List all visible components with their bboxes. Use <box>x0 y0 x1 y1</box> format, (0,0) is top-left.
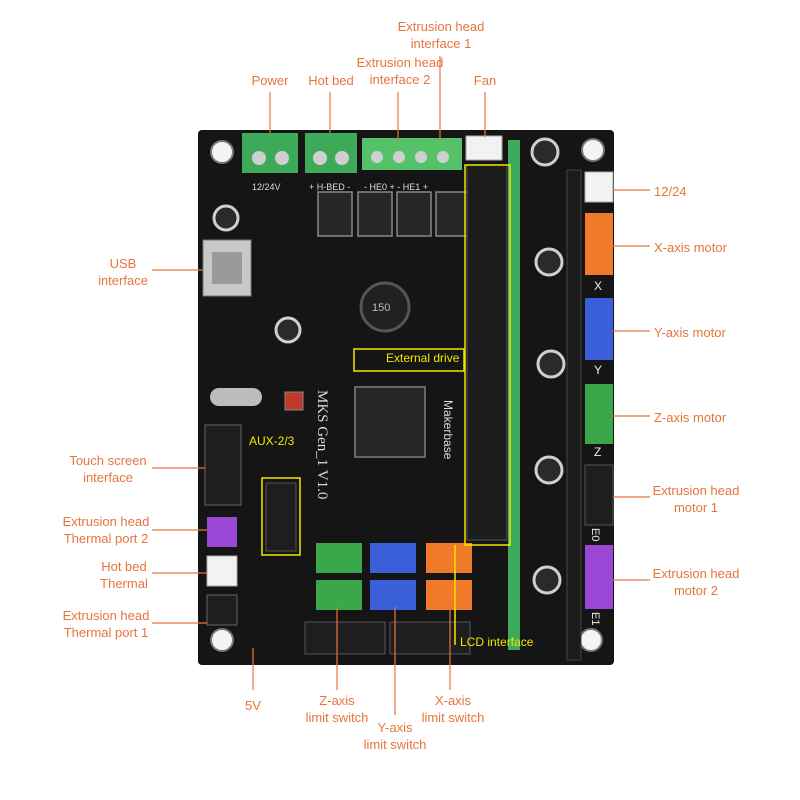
axis-z: Z <box>594 445 601 459</box>
leader-lines <box>152 56 650 715</box>
mcu-chip <box>354 386 426 458</box>
axis-x: X <box>594 279 602 293</box>
lcd-highlight <box>464 164 511 546</box>
label-y-axis-motor: Y-axis motor <box>654 325 726 340</box>
reset-button <box>284 391 304 411</box>
driver-slots <box>466 164 508 541</box>
label-extrusion-head-motor-1: Extrusion head motor 1 <box>652 483 740 515</box>
capacitors <box>212 137 566 595</box>
connector-e1-motor <box>585 545 613 609</box>
z-limit-top <box>316 543 362 573</box>
label-extrusion-head-motor-2: Extrusion head motor 2 <box>652 566 740 598</box>
external-drive-text: External drive <box>386 351 460 365</box>
label-hot-bed-thermal: Hot bed Thermal <box>100 559 148 591</box>
fan-connector <box>465 135 503 161</box>
green-pin-strip <box>508 140 520 650</box>
power-terminal <box>242 133 298 173</box>
label-usb-interface: USB interface <box>98 256 148 288</box>
aux-2-3-text: AUX-2/3 <box>249 434 295 448</box>
label-extrusion-head-interface-2: Extrusion head interface 2 <box>356 55 444 87</box>
axis-e1: E1 <box>589 612 601 625</box>
label-power: Power <box>251 73 289 88</box>
touch-screen-header <box>204 424 242 506</box>
connector-thermal-2 <box>207 517 237 547</box>
mosfets <box>317 191 471 237</box>
connector-z-motor <box>585 384 613 444</box>
inductor <box>359 281 411 333</box>
exp-header-2 <box>389 621 471 655</box>
exp-header-1 <box>304 621 386 655</box>
connector-e0-motor <box>584 464 614 526</box>
hot-bed-terminal <box>305 133 357 173</box>
y-limit-top <box>370 543 416 573</box>
model-silk: MKS Gen_1 V1.0 <box>314 390 330 499</box>
axis-y: Y <box>594 363 602 377</box>
brand-silk: Makerbase <box>441 400 455 460</box>
label-z-axis-limit-switch: Z-axis limit switch <box>305 693 369 725</box>
axis-e0: E0 <box>589 528 601 541</box>
label-5v: 5V <box>245 698 261 713</box>
label-hot-bed: Hot bed <box>308 73 354 88</box>
connector-hot-bed-thermal <box>206 555 238 587</box>
label-z-axis-motor: Z-axis motor <box>654 410 727 425</box>
crystal <box>210 388 262 406</box>
connector-thermal-1 <box>206 594 238 626</box>
lcd-interface-text: LCD interface <box>460 635 534 649</box>
black-pin-strip <box>566 169 582 661</box>
y-limit-bottom <box>370 580 416 610</box>
label-touch-screen-interface: Touch screen interface <box>69 453 147 485</box>
label-fan: Fan <box>473 73 497 88</box>
label-extrusion-head-interface-1: Extrusion head interface 1 <box>397 19 485 51</box>
aux-highlight <box>261 477 301 556</box>
label-x-axis-limit-switch: X-axis limit switch <box>421 693 485 725</box>
z-limit-bottom <box>316 580 362 610</box>
label-extrusion-head-thermal-port-2: Extrusion head Thermal port 2 <box>62 514 150 546</box>
label-x-axis-motor: X-axis motor <box>654 240 727 255</box>
silk-hbed: + H-BED - <box>309 182 350 192</box>
silk-power: 12/24V <box>252 182 281 192</box>
svg-text:150: 150 <box>372 302 390 314</box>
connector-x-motor <box>585 213 613 275</box>
x-limit-top <box>426 543 472 573</box>
connector-y-motor <box>585 298 613 360</box>
external-drive-highlight <box>353 348 465 372</box>
silk-heaters: - HE0 + - HE1 + <box>364 182 428 192</box>
x-limit-bottom <box>426 580 472 610</box>
connector-12-24 <box>584 171 614 203</box>
label-y-axis-limit-switch: Y-axis limit switch <box>363 720 427 752</box>
aux-header <box>265 482 297 552</box>
label-extrusion-head-thermal-port-1: Extrusion head Thermal port 1 <box>62 608 150 640</box>
label-12-24: 12/24 <box>654 184 687 199</box>
